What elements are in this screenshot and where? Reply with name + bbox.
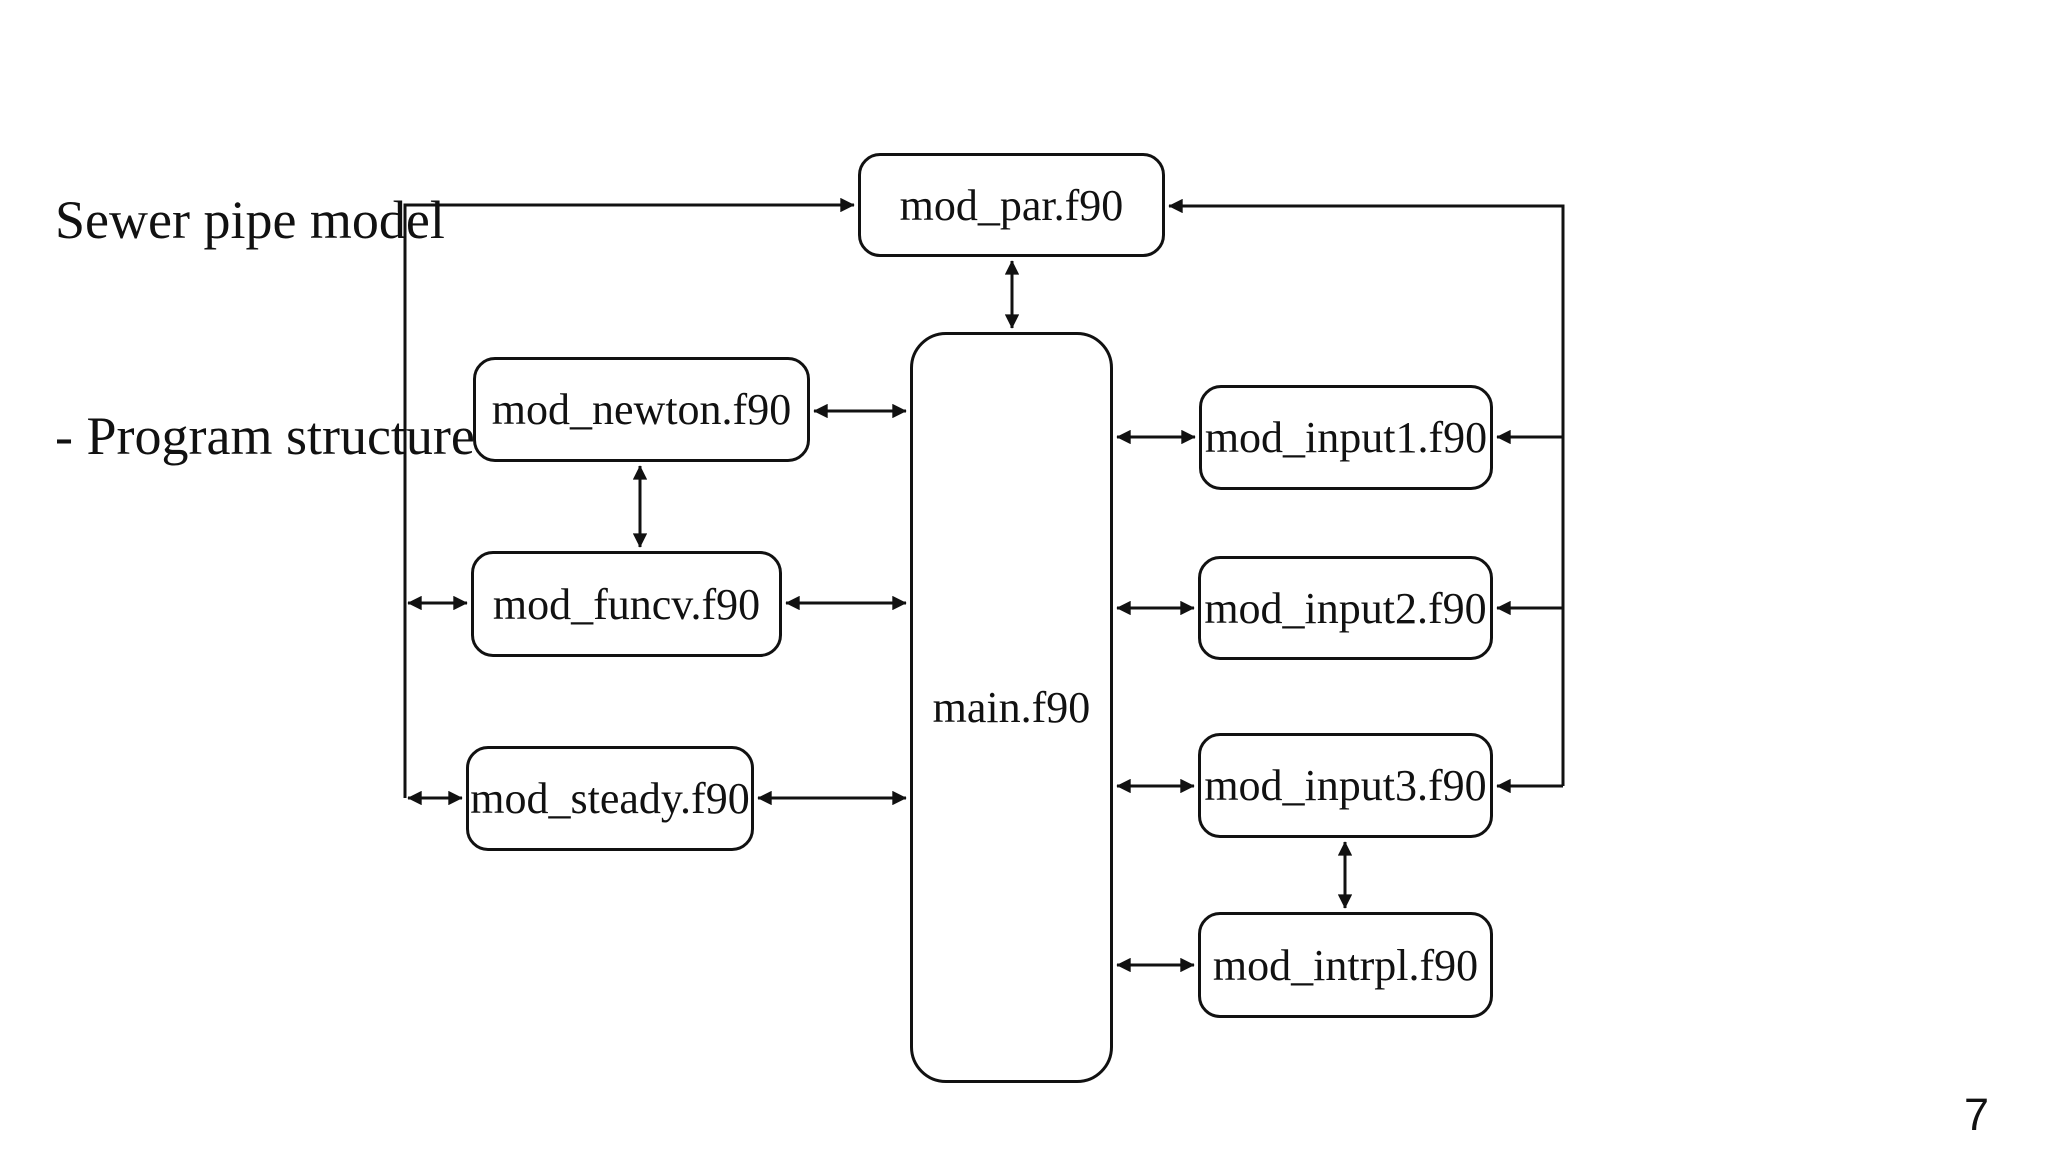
slide-title-line-2: - Program structure xyxy=(55,406,475,466)
slide-title: Sewer pipe model - Program structure xyxy=(55,40,475,616)
edge-left-bus-to-mod-par xyxy=(403,197,855,798)
node-mod-input3: mod_input3.f90 xyxy=(1198,733,1493,838)
node-mod-input1: mod_input1.f90 xyxy=(1199,385,1493,490)
node-mod-par: mod_par.f90 xyxy=(858,153,1165,257)
edge-right-bus-to-mod-par xyxy=(1168,198,1565,786)
slide-title-line-1: Sewer pipe model xyxy=(55,190,445,250)
node-mod-intrpl: mod_intrpl.f90 xyxy=(1198,912,1493,1018)
page-number: 7 xyxy=(1964,1089,1990,1140)
node-main: main.f90 xyxy=(910,332,1113,1083)
node-mod-funcv: mod_funcv.f90 xyxy=(471,551,782,657)
node-mod-newton: mod_newton.f90 xyxy=(473,357,810,462)
node-mod-steady: mod_steady.f90 xyxy=(466,746,754,851)
node-mod-input2: mod_input2.f90 xyxy=(1198,556,1493,660)
